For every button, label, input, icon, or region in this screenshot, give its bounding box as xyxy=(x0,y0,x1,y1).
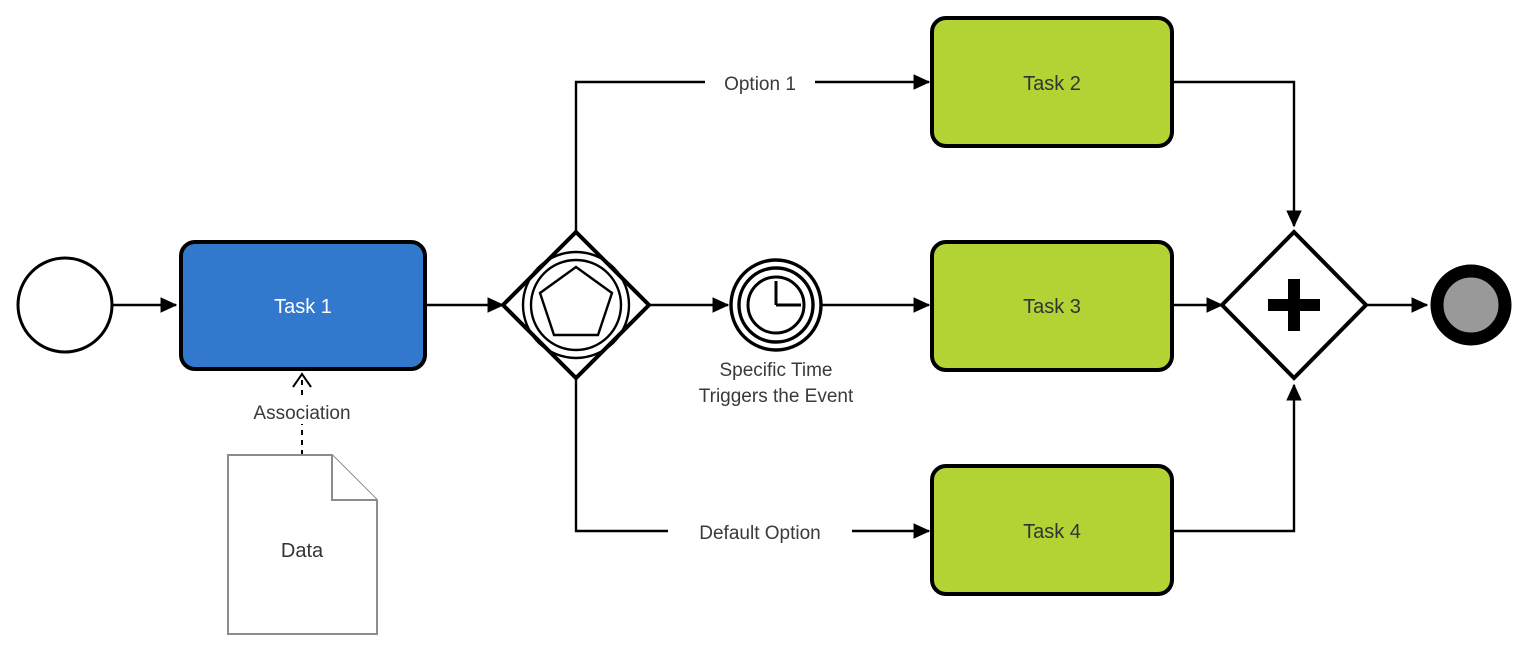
task-1-box xyxy=(179,240,427,371)
edge-label-default-option-backing xyxy=(668,517,852,545)
task-2[interactable]: Task 2 xyxy=(930,16,1174,148)
task-2-box xyxy=(930,16,1174,148)
task-4-box xyxy=(930,464,1174,596)
association-label-backing xyxy=(228,396,378,424)
event-gateway-pentagon-icon xyxy=(538,265,614,337)
flow-gateway-to-task2[interactable] xyxy=(574,74,931,232)
data-object-folded-corner xyxy=(331,455,377,501)
start-event-circle xyxy=(16,256,114,354)
flow-task2-to-join[interactable] xyxy=(1172,80,1302,228)
task-3[interactable]: Task 3 xyxy=(930,240,1174,372)
task-2-label: Task 2 xyxy=(1023,73,1081,95)
event-gateway-diamond xyxy=(500,229,652,381)
edge-label-option-1: Option 1 xyxy=(705,68,815,96)
plus-icon-horizontal-bar xyxy=(1268,299,1320,311)
event-based-gateway[interactable] xyxy=(500,229,652,381)
event-gateway-outer-circle xyxy=(521,250,631,360)
timer-event-label-line1: Specific Time xyxy=(720,360,833,381)
event-gateway-inner-circle xyxy=(529,258,623,352)
association-label-text: Association xyxy=(253,403,350,424)
edge-label-option-1-backing xyxy=(705,68,815,96)
association-data-to-task1[interactable] xyxy=(292,372,312,455)
edge-label-default-option: Default Option xyxy=(668,517,852,545)
task-4[interactable]: Task 4 xyxy=(930,464,1174,596)
task-1-label: Task 1 xyxy=(274,296,332,318)
edge-label-option-1-text: Option 1 xyxy=(724,74,796,95)
data-object-label: Data xyxy=(281,540,324,562)
edge-label-default-option-text: Default Option xyxy=(699,523,820,544)
task-3-label: Task 3 xyxy=(1023,296,1081,318)
association-label: Association xyxy=(228,396,378,424)
task-3-box xyxy=(930,240,1174,372)
start-event[interactable] xyxy=(16,256,114,354)
data-object[interactable]: Data xyxy=(227,454,378,635)
task-4-label: Task 4 xyxy=(1023,521,1081,543)
task-1[interactable]: Task 1 xyxy=(179,240,427,371)
timer-event-label-line2: Triggers the Event xyxy=(699,386,854,407)
end-event-circle xyxy=(1430,264,1512,346)
parallel-gateway[interactable] xyxy=(1219,229,1369,381)
intermediate-timer-event[interactable]: Specific Time Triggers the Event xyxy=(699,258,854,407)
flow-task4-to-join[interactable] xyxy=(1172,383,1302,533)
association-open-arrowhead xyxy=(292,372,312,388)
end-event[interactable] xyxy=(1430,264,1512,346)
